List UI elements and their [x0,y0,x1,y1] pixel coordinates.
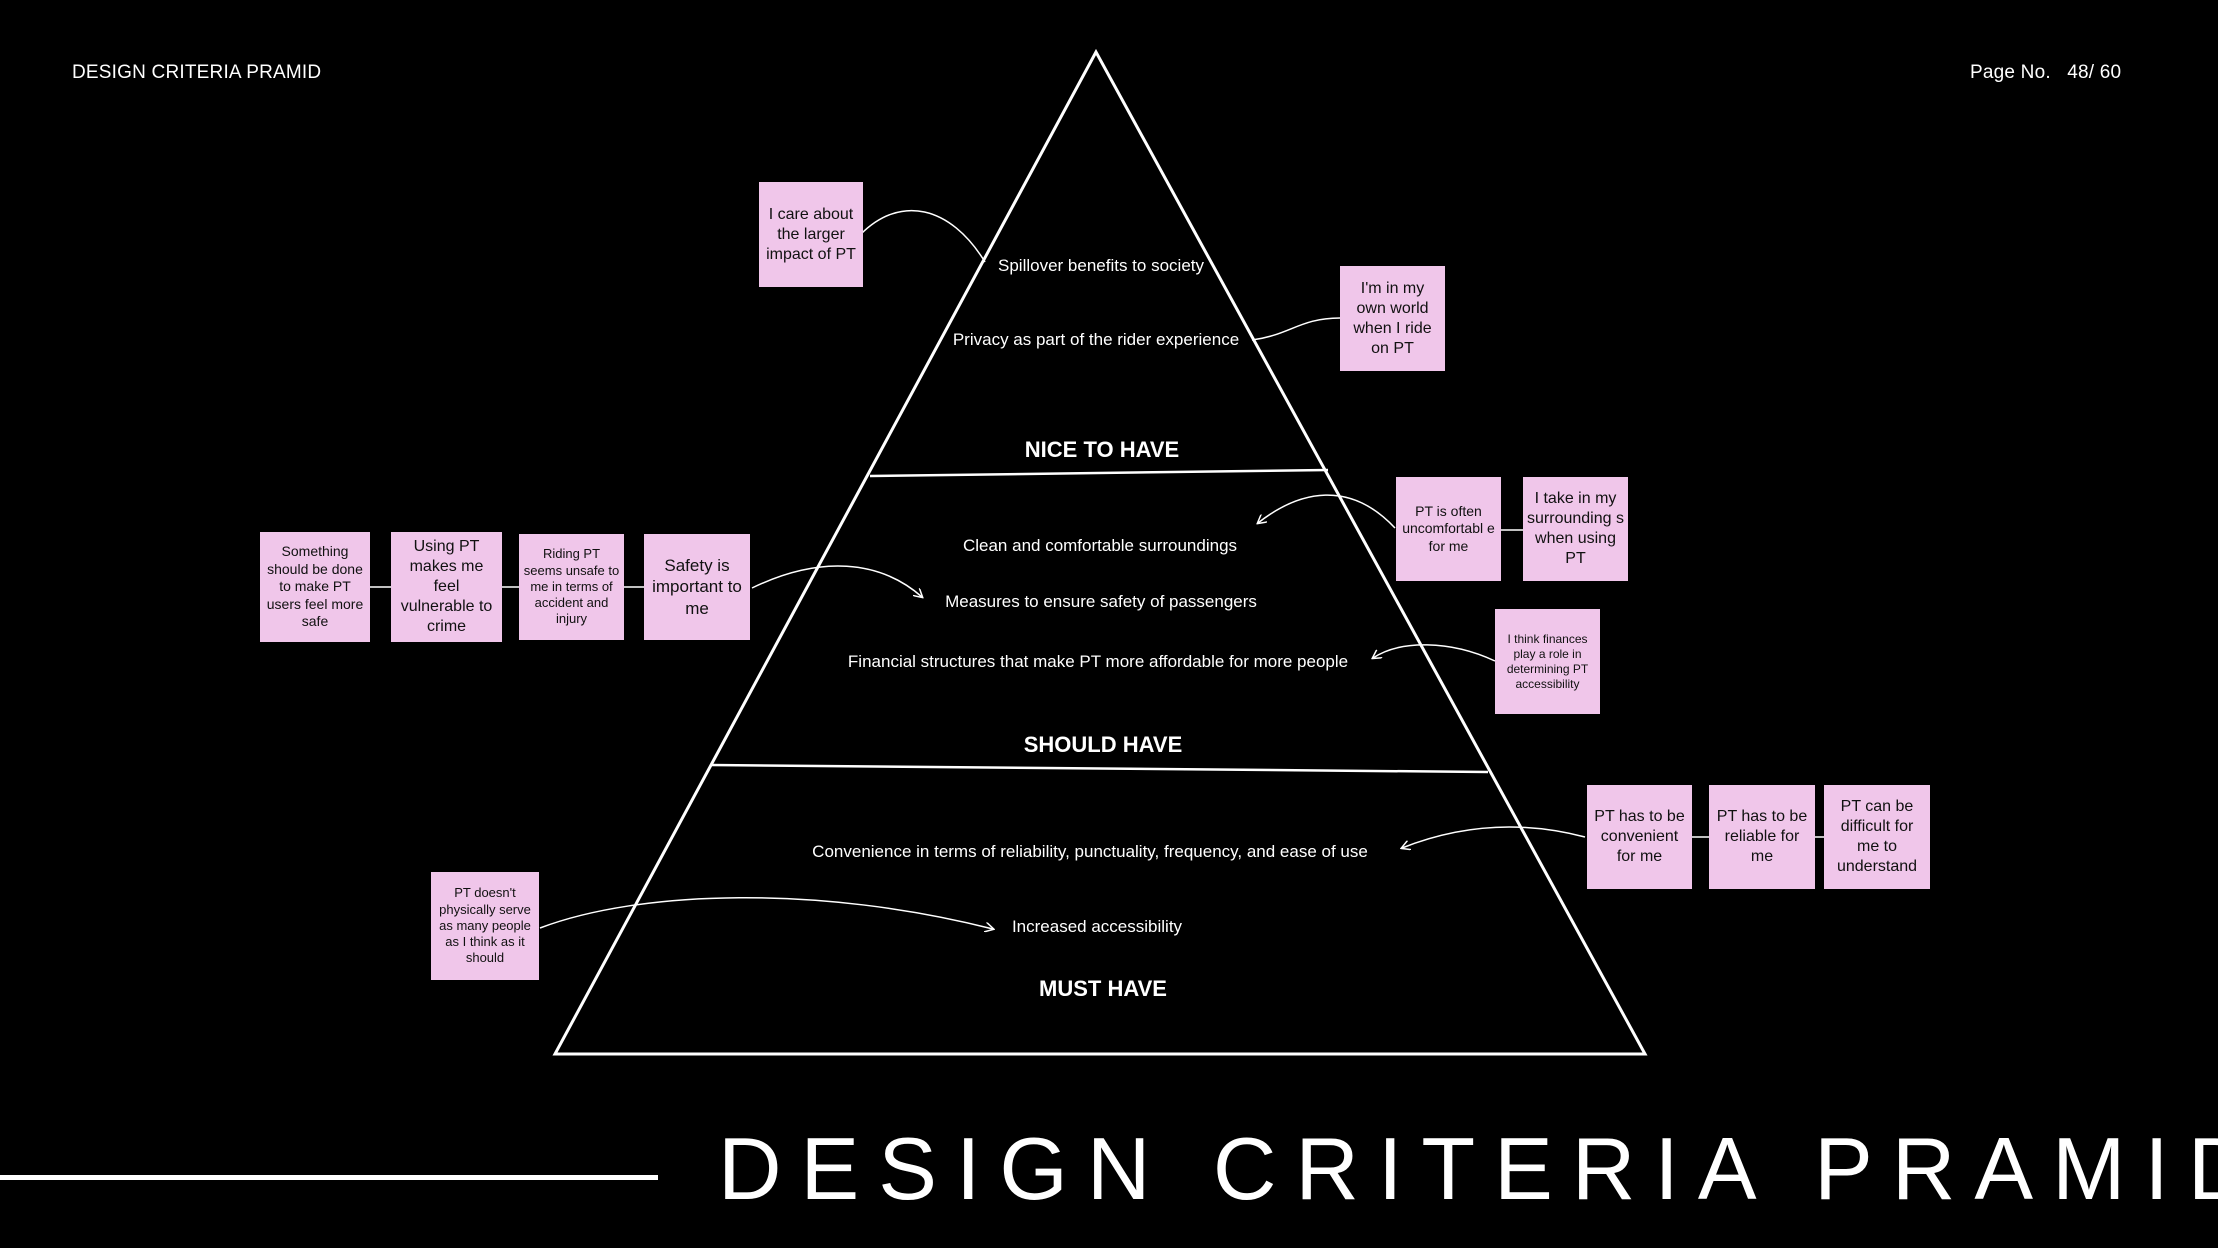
note-larger-impact: I care about the larger impact of PT [759,182,863,287]
note-convenient: PT has to be convenient for me [1587,785,1692,889]
arrow-accessibility [539,897,993,929]
arrow-uncomfortable [1258,494,1396,529]
page-label: Page No. [1970,62,2051,83]
criterion-privacy: Privacy as part of the rider experience [952,330,1240,349]
note-physically-serve: PT doesn't physically serve as many peop… [431,872,539,980]
note-safety-important: Safety is important to me [644,534,750,640]
note-surroundings: I take in my surrounding s when using PT [1523,477,1628,581]
pyramid-outline [552,48,1648,1056]
arrow-convenience [1402,826,1586,848]
page-number: Page No. 48/ 60 [1970,62,2121,84]
note-reliable: PT has to be reliable for me [1709,785,1815,889]
note-difficult: PT can be difficult for me to understand [1824,785,1930,889]
note-own-world: I'm in my own world when I ride on PT [1340,266,1445,371]
criterion-clean: Clean and comfortable surroundings [962,536,1238,555]
divider-should-must [710,763,1489,774]
criterion-accessibility: Increased accessibility [1011,917,1183,936]
divider-nice-should [869,468,1329,478]
note-finances: I think finances play a role in determin… [1495,609,1600,714]
page-value: 48/ 60 [2067,62,2122,83]
criterion-financial: Financial structures that make PT more a… [847,652,1349,671]
footer-title: DESIGN CRITERIA PRAMID [718,1119,2218,1218]
connector-larger-impact [860,209,986,263]
tier-should-have: SHOULD HAVE [1023,732,1183,757]
tier-must-have: MUST HAVE [1039,976,1167,1001]
arrow-safety [751,565,922,597]
note-something-done: Something should be done to make PT user… [260,532,370,642]
arrow-finances [1373,644,1496,662]
footer-rule [0,1175,658,1180]
connector-own-world [1251,317,1341,341]
tier-nice-to-have: NICE TO HAVE [1024,437,1180,462]
note-unsafe: Riding PT seems unsafe to me in terms of… [519,534,624,640]
criterion-convenience: Convenience in terms of reliability, pun… [812,842,1368,861]
criterion-safety: Measures to ensure safety of passengers [945,592,1257,611]
header-title: DESIGN CRITERIA PRAMID [72,62,322,83]
note-uncomfortable: PT is often uncomfortabl e for me [1396,477,1501,581]
note-vulnerable: Using PT makes me feel vulnerable to cri… [391,532,502,642]
criterion-spillover: Spillover benefits to society [998,256,1204,275]
